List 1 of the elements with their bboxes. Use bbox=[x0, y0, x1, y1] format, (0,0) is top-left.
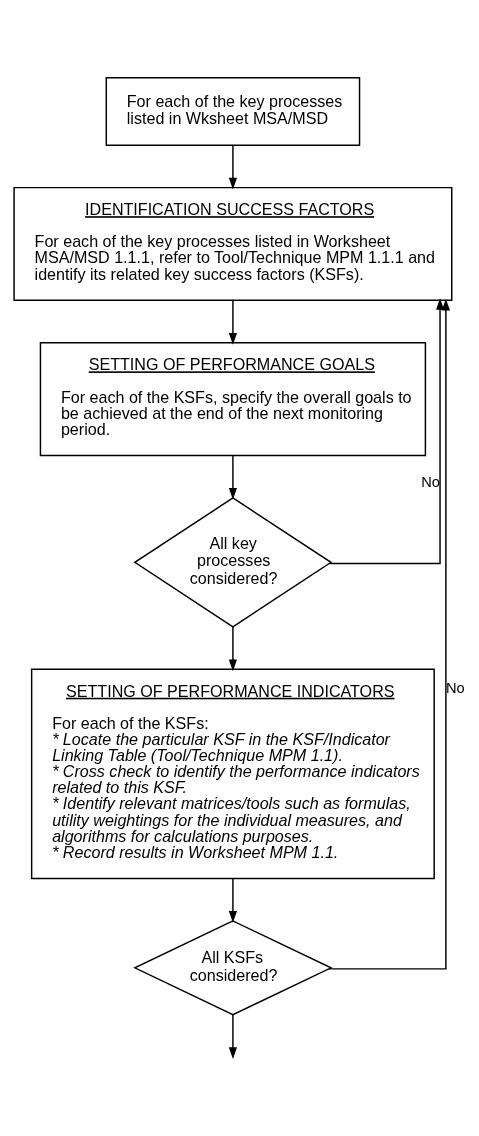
edge-label: No bbox=[446, 680, 465, 697]
